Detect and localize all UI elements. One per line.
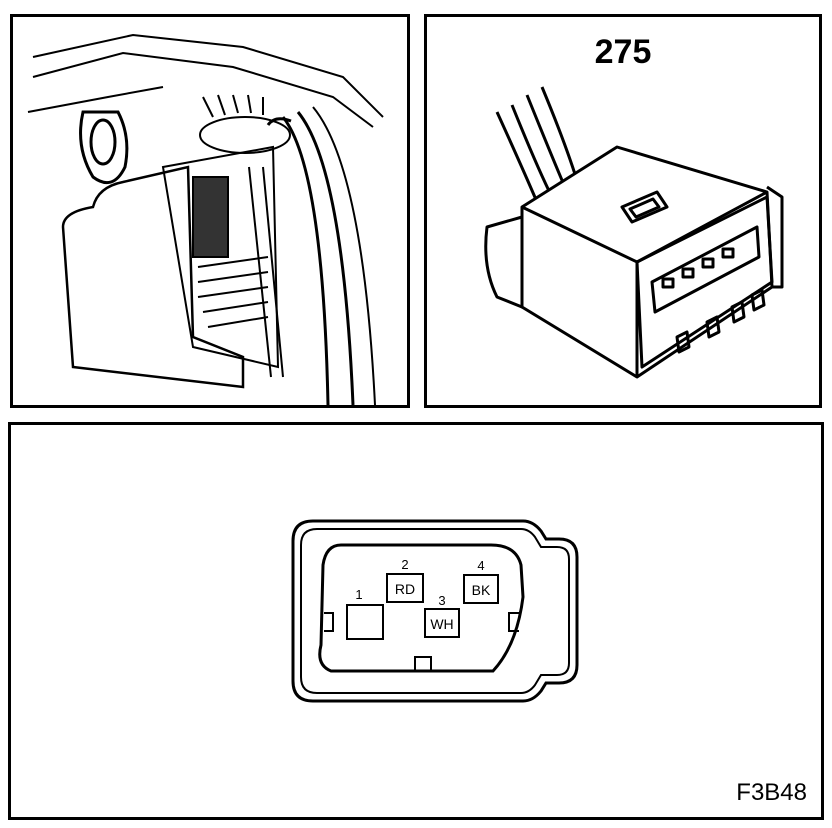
connector-face-panel: 1 2 RD 3 WH 4 BK F3B48 [8, 422, 824, 820]
pin-3-box [424, 608, 460, 638]
pin-1-number: 1 [355, 587, 362, 602]
connector-number: 275 [594, 33, 652, 71]
connector-illustration-panel: 275 [424, 14, 822, 408]
vehicle-location-drawing [27, 33, 384, 405]
location-illustration-panel [10, 14, 410, 408]
pin-1-box [346, 604, 384, 640]
pin-3-number: 3 [438, 593, 445, 608]
pin-4-box [463, 574, 499, 604]
figure-code: F3B48 [736, 779, 807, 806]
pin-4-number: 4 [477, 558, 484, 573]
connector-drawing [484, 86, 784, 379]
pin-2-color: RD [395, 581, 415, 597]
pin-4-color: BK [472, 582, 491, 598]
pin-2-number: 2 [401, 557, 408, 572]
pin-2-box [386, 573, 424, 603]
pin-3-color: WH [430, 616, 453, 632]
connector-face-drawing: 1 2 RD 3 WH 4 BK [291, 519, 579, 703]
